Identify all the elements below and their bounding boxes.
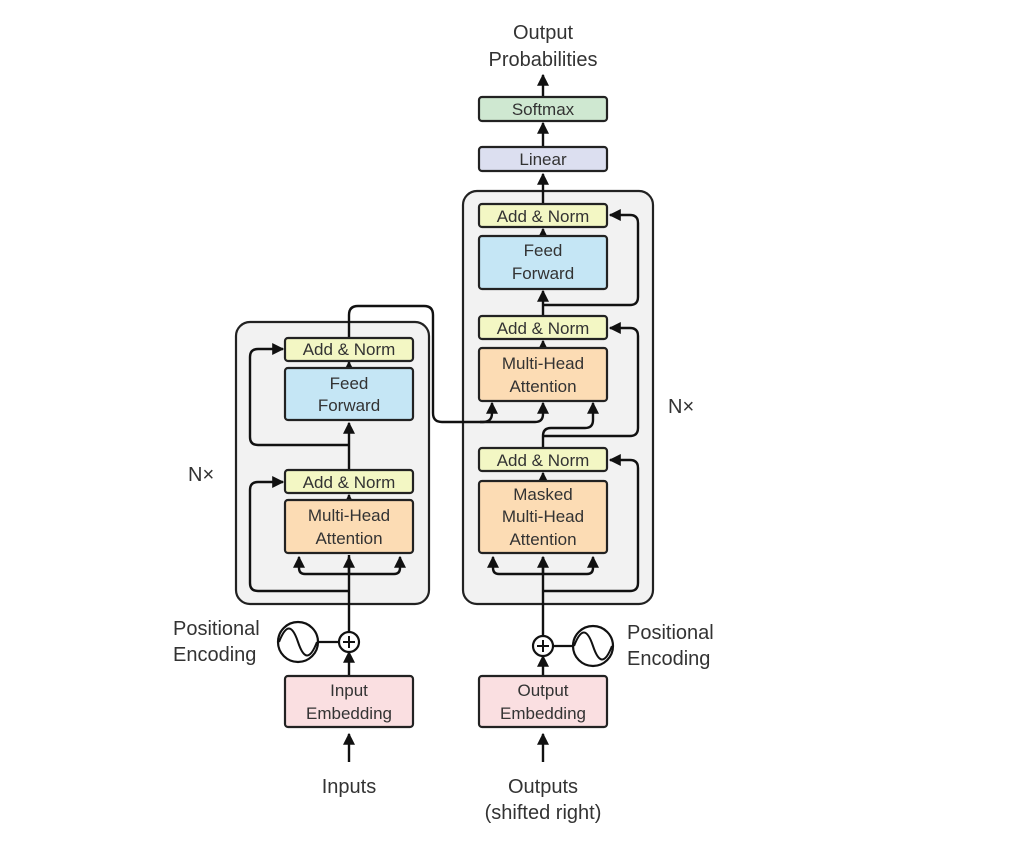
linear-label: Linear (519, 150, 567, 169)
positional-encoding-label-line1: Positional (173, 618, 260, 640)
input-embedding-label-line2: Embedding (306, 704, 392, 723)
softmax-label: Softmax (512, 100, 575, 119)
softmax-block (477, 95, 609, 123)
add-norm-block (477, 446, 609, 473)
feed-forward-label-line2: Forward (512, 264, 574, 283)
add-norm-block (477, 202, 609, 229)
softmax-layer: Softmax (477, 95, 609, 123)
decoder-cross-attention: Multi-Head Attention (477, 346, 609, 403)
add-norm-label: Add & Norm (497, 319, 590, 338)
outputs-label-line2: (shifted right) (485, 802, 602, 824)
encoder-add-norm-top: Add & Norm (283, 336, 415, 363)
feed-forward-label-line1: Feed (524, 241, 563, 260)
output-embedding-block (477, 674, 609, 729)
attention-block (477, 346, 609, 403)
output-embedding-label-line2: Embedding (500, 704, 586, 723)
decoder-positional-encoding: Positional Encoding (531, 622, 714, 670)
output-probabilities-label-line1: Output (513, 22, 573, 44)
encoder-multi-head-attention: Multi-Head Attention (283, 498, 415, 555)
encoder-positional-encoding: Positional Encoding (173, 618, 361, 666)
add-norm-block (477, 314, 609, 341)
masked-attention-label-line2: Multi-Head (502, 507, 584, 526)
attention-label-line2: Attention (509, 377, 576, 396)
decoder-feed-forward: Feed Forward (477, 234, 609, 291)
linear-layer: Linear (477, 145, 609, 173)
add-norm-label: Add & Norm (497, 451, 590, 470)
feed-forward-block (283, 366, 415, 422)
add-norm-block (283, 336, 415, 363)
masked-attention-label-line3: Attention (509, 530, 576, 549)
positional-encoding-label-line1: Positional (627, 622, 714, 644)
feed-forward-label-line1: Feed (330, 374, 369, 393)
output-embedding: Output Embedding (477, 674, 609, 729)
decoder-add-norm-middle: Add & Norm (477, 314, 609, 341)
input-embedding: Input Embedding (283, 674, 415, 729)
decoder-add-norm-top: Add & Norm (477, 202, 609, 229)
masked-attention-block (477, 479, 609, 555)
encoder-repeat-label: N× (188, 464, 214, 486)
sine-wave-icon-curve (573, 631, 613, 661)
encoder-add-norm-bottom: Add & Norm (283, 468, 415, 495)
add-norm-block (283, 468, 415, 495)
attention-block (283, 498, 415, 555)
decoder-masked-attention: Masked Multi-Head Attention (477, 479, 609, 555)
feed-forward-label-line2: Forward (318, 396, 380, 415)
masked-attention-label-line1: Masked (513, 485, 573, 504)
linear-block (477, 145, 609, 173)
attention-label-line1: Multi-Head (308, 506, 390, 525)
add-norm-label: Add & Norm (497, 207, 590, 226)
encoder-feed-forward: Feed Forward (283, 366, 415, 422)
attention-label-line2: Attention (315, 529, 382, 548)
add-norm-label: Add & Norm (303, 473, 396, 492)
positional-encoding-label-line2: Encoding (627, 648, 710, 670)
outputs-label-line1: Outputs (508, 776, 578, 798)
attention-label-line1: Multi-Head (502, 354, 584, 373)
decoder-add-norm-bottom: Add & Norm (477, 446, 609, 473)
feed-forward-block (477, 234, 609, 291)
input-embedding-label-line1: Input (330, 681, 368, 700)
output-embedding-label-line1: Output (517, 681, 568, 700)
output-probabilities-label-line2: Probabilities (489, 49, 598, 71)
input-embedding-block (283, 674, 415, 729)
sine-wave-icon-curve (278, 627, 318, 657)
inputs-label: Inputs (322, 776, 376, 798)
decoder-repeat-label: N× (668, 396, 694, 418)
positional-encoding-label-line2: Encoding (173, 644, 256, 666)
add-norm-label: Add & Norm (303, 340, 396, 359)
